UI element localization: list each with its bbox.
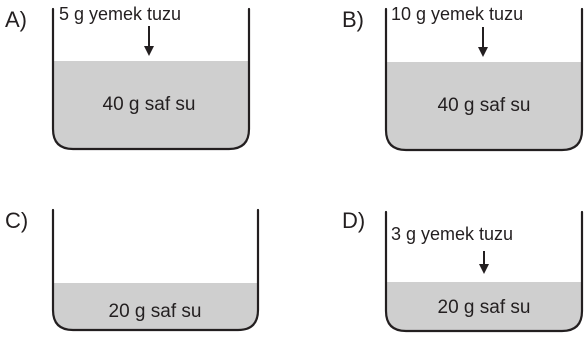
option-a-water — [53, 61, 249, 149]
option-a-beaker — [51, 7, 251, 151]
option-a-water-label: 40 g saf su — [103, 94, 196, 115]
option-c-water-label: 20 g saf su — [109, 301, 202, 322]
option-c-letter: C) — [5, 208, 28, 233]
option-b-beaker — [384, 7, 584, 152]
option-c: C) 20 g saf su — [5, 208, 260, 332]
option-b-down-arrow-icon — [478, 27, 488, 57]
option-d-salt-label: 3 g yemek tuzu — [391, 224, 513, 244]
option-d-beaker — [384, 210, 584, 333]
option-b-salt-label: 10 g yemek tuzu — [391, 4, 523, 24]
option-d-water-label: 20 g saf su — [438, 297, 531, 318]
option-b-water — [386, 62, 582, 150]
option-b-water-label: 40 g saf su — [438, 95, 531, 116]
option-b-letter: B) — [342, 7, 364, 32]
option-a-letter: A) — [5, 7, 27, 32]
option-b: B) 10 g yemek tuzu 40 g saf su — [342, 4, 584, 152]
option-d: D) 3 g yemek tuzu 20 g saf su — [342, 208, 584, 333]
option-d-letter: D) — [342, 208, 365, 233]
option-a-down-arrow-icon — [144, 26, 154, 56]
option-d-down-arrow-icon — [479, 251, 489, 274]
option-a-salt-label: 5 g yemek tuzu — [59, 4, 181, 24]
option-a: A) 5 g yemek tuzu 40 g saf su — [5, 4, 251, 151]
option-d-water — [386, 282, 582, 331]
option-c-water — [53, 283, 258, 330]
option-c-beaker — [51, 208, 260, 332]
